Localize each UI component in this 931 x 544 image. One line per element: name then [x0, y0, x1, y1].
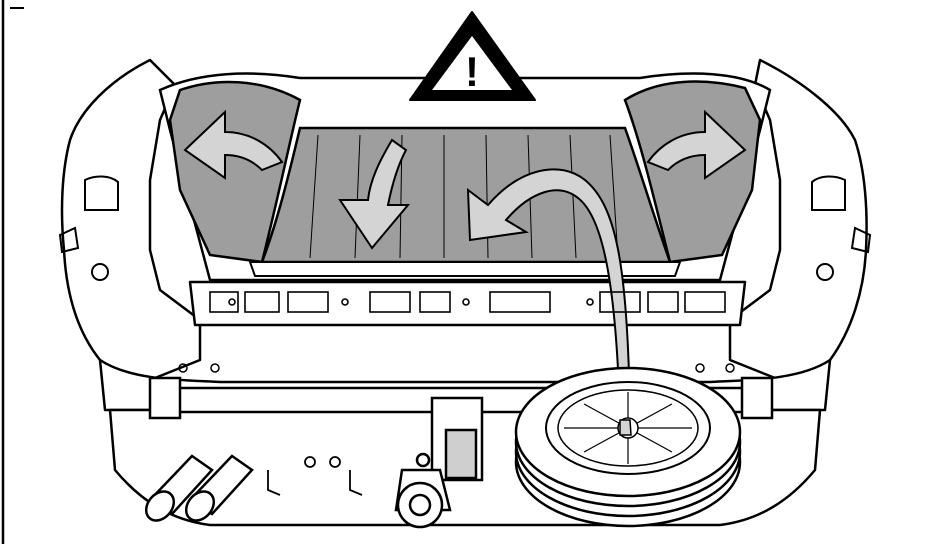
warning-exclamation: !	[465, 48, 479, 95]
spare-wheel-icon	[516, 368, 740, 526]
tow-hook-bracket	[432, 398, 482, 480]
arrow-curved-tail	[620, 420, 631, 435]
rear-bumper-strip	[190, 282, 745, 325]
warning-triangle-icon: !	[410, 12, 535, 100]
